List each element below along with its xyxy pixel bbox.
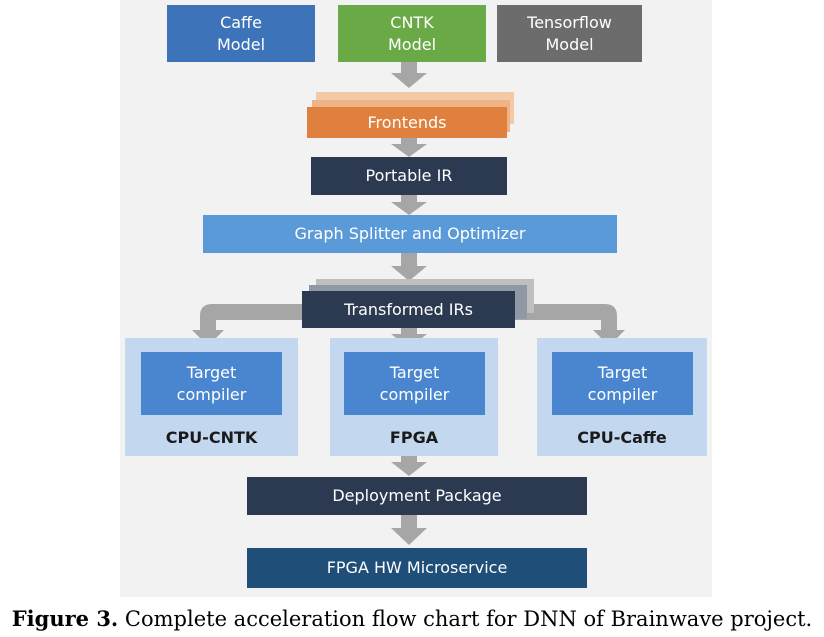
platform-label-cpu-cntk: CPU-CNTK — [165, 428, 258, 447]
caffe-model-box: Caffe Model — [167, 5, 315, 62]
target-panel-cpu-caffe: Target compiler CPU-Caffe — [537, 338, 707, 456]
arrowhead-deploy-to-microservice — [391, 528, 427, 545]
arrow-branch-left — [192, 304, 302, 346]
arrowhead-splitter-to-transformed — [391, 266, 427, 281]
arrow-branch-right — [515, 304, 625, 346]
caption-text: Complete acceleration flow chart for DNN… — [118, 607, 813, 631]
transformed-irs-label: Transformed IRs — [344, 299, 473, 319]
target-compiler-box-fpga: Target compiler — [344, 352, 485, 415]
transformed-irs-box: Transformed IRs — [302, 291, 515, 328]
frontends-box: Frontends — [307, 107, 507, 138]
arrowhead-frontends-to-ir — [391, 144, 427, 157]
cntk-model-label: CNTK Model — [387, 12, 437, 54]
connector-arrows — [192, 62, 625, 545]
graph-splitter-box: Graph Splitter and Optimizer — [203, 215, 617, 253]
arrow-cntk-to-frontends — [401, 62, 417, 74]
frontends-label: Frontends — [367, 112, 447, 132]
target-compiler-label: Target compiler — [176, 362, 247, 404]
tensorflow-model-box: Tensorflow Model — [497, 5, 642, 62]
portable-ir-box: Portable IR — [311, 157, 507, 195]
graph-splitter-label: Graph Splitter and Optimizer — [294, 224, 526, 243]
target-compiler-box-cpu-caffe: Target compiler — [552, 352, 693, 415]
target-panel-fpga: Target compiler FPGA — [330, 338, 498, 456]
fpga-microservice-label: FPGA HW Microservice — [326, 558, 508, 577]
deployment-package-box: Deployment Package — [247, 477, 587, 515]
target-compiler-label: Target compiler — [379, 362, 450, 404]
caffe-model-label: Caffe Model — [216, 12, 266, 54]
arrowhead-ir-to-splitter — [391, 202, 427, 215]
platform-label-fpga: FPGA — [389, 428, 439, 447]
caption-prefix: Figure 3. — [11, 606, 119, 631]
arrowhead-fpga-to-deploy — [391, 462, 427, 476]
target-panel-cpu-cntk: Target compiler CPU-CNTK — [125, 338, 298, 456]
target-compiler-label: Target compiler — [587, 362, 658, 404]
tensorflow-model-label: Tensorflow Model — [527, 12, 612, 54]
deployment-package-label: Deployment Package — [332, 486, 502, 505]
figure-caption: Figure 3. Complete acceleration flow cha… — [0, 606, 824, 631]
portable-ir-label: Portable IR — [365, 166, 453, 185]
flow-diagram: Caffe Model CNTK Model Tensorflow Model … — [120, 0, 712, 597]
platform-label-cpu-caffe: CPU-Caffe — [577, 428, 667, 447]
target-compiler-box-cpu-cntk: Target compiler — [141, 352, 282, 415]
cntk-model-box: CNTK Model — [338, 5, 486, 62]
arrowhead-cntk-to-frontends — [391, 73, 427, 88]
fpga-microservice-box: FPGA HW Microservice — [247, 548, 587, 588]
